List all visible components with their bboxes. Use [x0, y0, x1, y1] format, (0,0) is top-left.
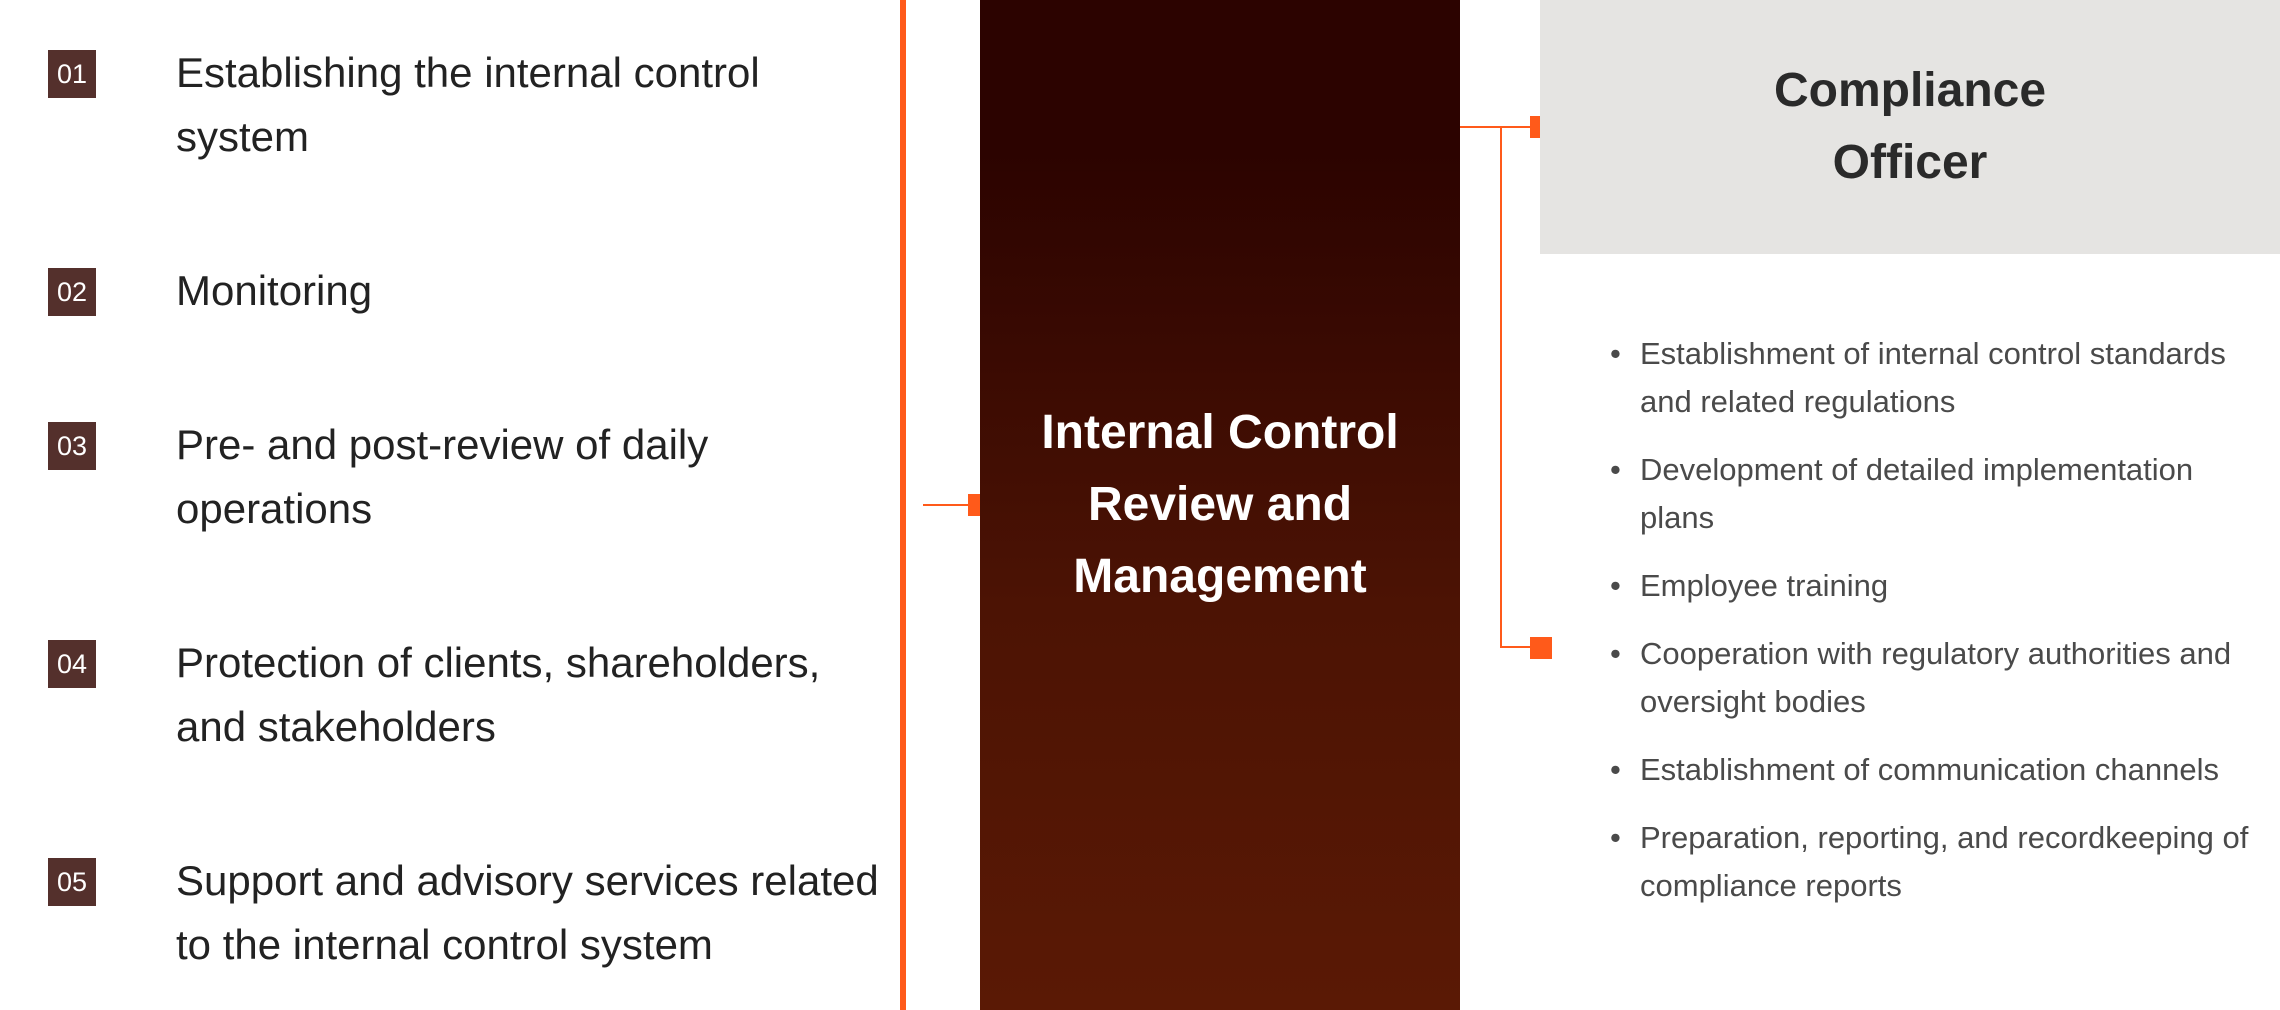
- function-label: Protection of clients, shareholders, and…: [176, 639, 821, 750]
- function-label: Establishing the internal control system: [176, 49, 760, 160]
- bullet-icon: •: [1610, 452, 1621, 487]
- number-badge: 05: [48, 858, 96, 906]
- bullet-icon: •: [1610, 568, 1621, 603]
- officer-vertical-connector: [1500, 126, 1502, 648]
- duties-connector-line: [1500, 646, 1540, 648]
- number-badge: 01: [48, 50, 96, 98]
- function-item-5: 05 Support and advisory services related…: [48, 856, 896, 977]
- duty-item: • Development of detailed implementation …: [1610, 446, 2260, 542]
- bullet-icon: •: [1610, 336, 1621, 371]
- function-label: Support and advisory services related to…: [176, 857, 879, 968]
- function-item-1: 01 Establishing the internal control sys…: [48, 48, 896, 169]
- number-badge: 03: [48, 422, 96, 470]
- central-title: Internal Control Review and Management: [1041, 406, 1399, 603]
- duty-item: • Establishment of internal control stand…: [1610, 330, 2260, 426]
- duty-text: Employee training: [1640, 568, 1889, 603]
- officer-title: Compliance Officer: [1773, 64, 2047, 189]
- duty-text: Development of detailed implementation p…: [1640, 452, 2194, 535]
- duty-text: Establishment of communication channels: [1640, 752, 2219, 787]
- function-list: 01 Establishing the internal control sys…: [0, 0, 900, 1010]
- duty-text: Establishment of internal control standa…: [1640, 336, 2226, 419]
- function-item-2: 02 Monitoring: [48, 266, 896, 323]
- number-badge: 04: [48, 640, 96, 688]
- bullet-icon: •: [1610, 820, 1621, 855]
- duty-item: • Establishment of communication channels: [1610, 746, 2260, 794]
- duties-connector-node: [1530, 637, 1552, 659]
- number-badge: 02: [48, 268, 96, 316]
- duty-item: • Preparation, reporting, and recordkeepi…: [1610, 814, 2260, 910]
- function-label: Monitoring: [176, 267, 373, 314]
- duty-item: • Employee training: [1610, 562, 2260, 610]
- compliance-officer-box: Compliance Officer: [1540, 0, 2280, 254]
- duty-text: Cooperation with regulatory authorities …: [1640, 636, 2232, 719]
- function-item-3: 03 Pre- and post-review of daily operati…: [48, 420, 896, 541]
- duty-item: • Cooperation with regulatory authorities…: [1610, 630, 2260, 726]
- function-item-4: 04 Protection of clients, shareholders, …: [48, 638, 896, 759]
- duties-list: • Establishment of internal control stand…: [1610, 330, 2260, 930]
- bullet-icon: •: [1610, 752, 1621, 787]
- left-vertical-connector: [900, 0, 906, 1010]
- bullet-icon: •: [1610, 636, 1621, 671]
- center-connector-line: [923, 504, 973, 506]
- duty-text: Preparation, reporting, and recordkeepin…: [1640, 820, 2249, 903]
- central-panel: Internal Control Review and Management: [980, 0, 1460, 1010]
- function-label: Pre- and post-review of daily operations: [176, 421, 709, 532]
